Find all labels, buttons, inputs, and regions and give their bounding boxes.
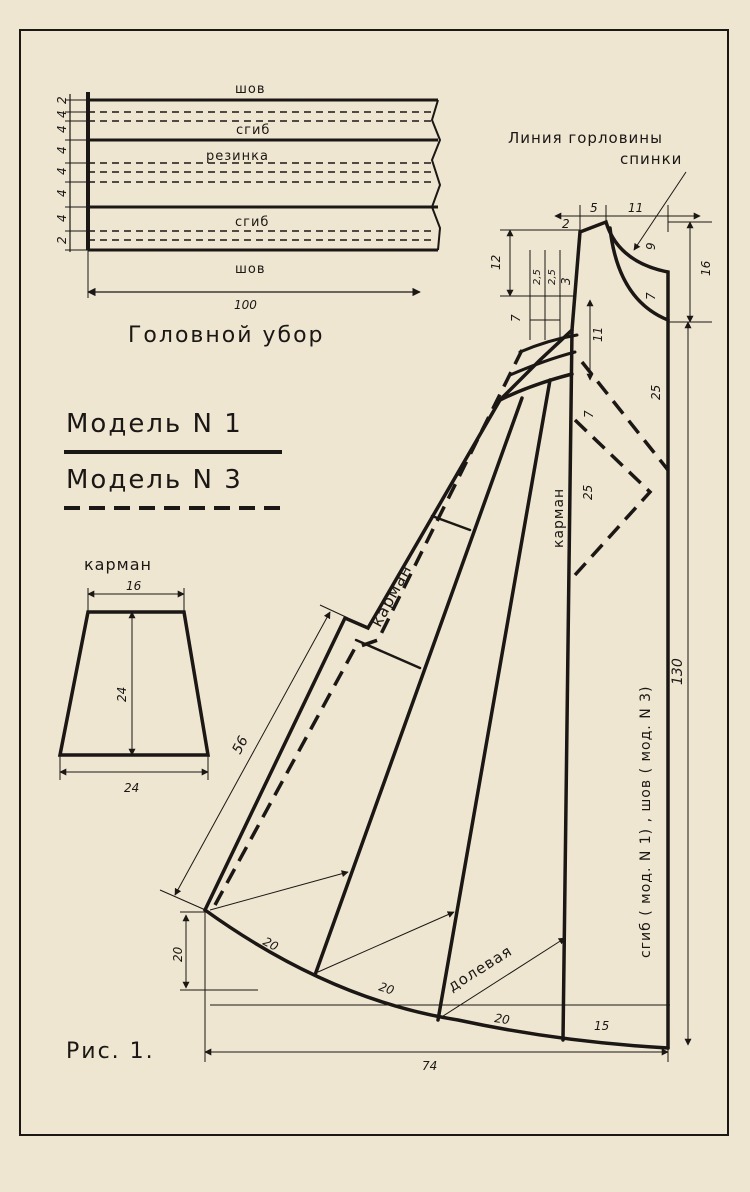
- model3-dashed-lines: [213, 349, 670, 906]
- dim-3-label: 3: [559, 277, 573, 285]
- headpiece-width-label: 100: [234, 298, 257, 312]
- headpiece-drawing: [65, 92, 442, 298]
- strip-height-label: 4: [55, 110, 69, 118]
- headpiece-seam-bottom-label: шов: [235, 262, 266, 277]
- legend-model1-label: Модель N 1: [66, 409, 243, 439]
- headpiece-seam-top-label: шов: [235, 82, 266, 97]
- pocket-position-label-left: карман: [367, 561, 416, 630]
- dim-2-label: 2: [562, 217, 570, 231]
- pocket-top-width-label: 16: [126, 579, 142, 593]
- grain-line-label: долевая: [445, 942, 516, 996]
- dim-16-label: 16: [699, 260, 713, 276]
- dim-7-neck-label: 7: [644, 292, 658, 300]
- strip-height-label: 4: [55, 189, 69, 197]
- dim-5-label: 5: [590, 201, 598, 215]
- dim-20-side-label: 20: [171, 946, 185, 962]
- dim-74-label: 74: [422, 1059, 437, 1073]
- headpiece-fold-top-label: сгиб: [236, 123, 270, 138]
- dim-7-pocket-label: 7: [582, 410, 596, 418]
- dim-2-5-a-label: 2,5: [532, 269, 543, 285]
- dim-9-label: 9: [644, 242, 658, 250]
- pocket-bottom-width-label: 24: [124, 781, 139, 795]
- strip-height-label: 4: [55, 214, 69, 222]
- page-frame: [19, 29, 729, 1136]
- main-pattern-outline: [203, 219, 670, 1050]
- dim-25-pocket-label: 25: [581, 485, 595, 500]
- hem-20-c-label: 20: [494, 1011, 511, 1027]
- dim-56-label: 56: [229, 734, 252, 757]
- figure-label: Рис. 1.: [66, 1039, 155, 1064]
- neckline-label-line2: спинки: [620, 150, 682, 168]
- dim-11-mid-label: 11: [591, 327, 605, 342]
- fold-seam-label: сгиб ( мод. N 1) , шов ( мод. N 3): [638, 686, 654, 959]
- dim-11-top-label: 11: [628, 201, 643, 215]
- headpiece-fold-bottom-label: сгиб: [235, 215, 269, 230]
- headpiece-elastic-label: резинка: [206, 149, 269, 164]
- strip-height-label: 4: [55, 146, 69, 154]
- hem-20-b-label: 20: [377, 980, 396, 998]
- strip-height-label: 2: [55, 96, 69, 104]
- dimension-lines: [159, 171, 712, 1062]
- dim-12-label: 12: [489, 255, 503, 270]
- hem-20-a-label: 20: [261, 934, 281, 954]
- strip-height-label: 4: [55, 167, 69, 175]
- strip-height-label: 4: [55, 125, 69, 133]
- legend-model3-label: Модель N 3: [66, 465, 243, 495]
- dim-7-left-label: 7: [509, 314, 523, 322]
- pocket-shape: [57, 588, 211, 780]
- dim-25-right-label: 25: [649, 385, 663, 400]
- strip-height-label: 2: [55, 236, 69, 244]
- dim-130-label: 130: [670, 658, 686, 685]
- dim-2-5-b-label: 2,5: [547, 269, 558, 285]
- headpiece-title: Головной убор: [128, 323, 325, 348]
- neckline-label-line1: Линия горловины: [508, 129, 663, 147]
- pocket-title: карман: [84, 555, 152, 574]
- headpiece-strip-heights: 2 4 4 4 4 4 4 2: [55, 96, 69, 244]
- pocket-position-label-center: карман: [551, 488, 567, 548]
- hem-15-label: 15: [594, 1019, 609, 1033]
- pocket-height-label: 24: [115, 687, 129, 702]
